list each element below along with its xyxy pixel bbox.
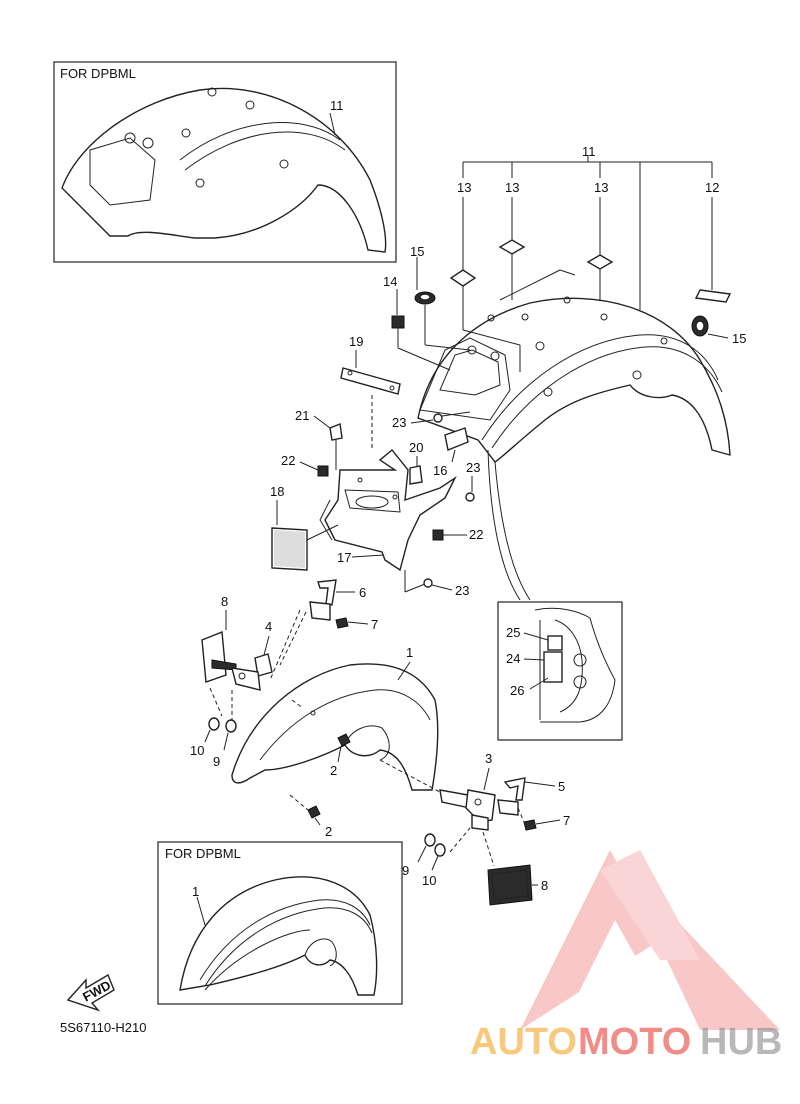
screw-7-a: [335, 617, 349, 629]
callout-22-a: 22: [281, 453, 295, 468]
callout-23-b: 23: [466, 460, 480, 475]
reflector-8-a: [201, 631, 227, 683]
watermark-part3: HUB: [700, 1021, 782, 1063]
washer-10-b: [434, 843, 446, 857]
callout-9-a: 9: [213, 754, 220, 769]
fwd-arrow: FWD: [66, 973, 115, 1012]
rear-fender-inset: [61, 87, 387, 253]
reflector-24: [543, 651, 563, 683]
inset-dpbml-rear-fender: FOR DPBML 11: [53, 61, 397, 263]
callout-20: 20: [409, 440, 423, 455]
nut-23-c: [423, 578, 433, 588]
screw-7-b: [523, 819, 537, 831]
inset-title-bottom: FOR DPBML: [165, 846, 241, 861]
callout-7-b: 7: [563, 813, 570, 828]
bracket-4: [254, 653, 273, 677]
watermark-text: AUTO MOTO HUB: [470, 1021, 782, 1063]
detail-box-reflectors: 25 24 26: [497, 601, 623, 741]
callout-5: 5: [558, 779, 565, 794]
callout-11-inset: 11: [330, 98, 344, 113]
emblem-13-a: [449, 269, 477, 287]
callout-15-a: 15: [410, 244, 424, 259]
nut-9-a: [225, 719, 237, 733]
nut-23-a: [433, 413, 443, 423]
inset-title: FOR DPBML: [60, 66, 136, 81]
callout-19: 19: [349, 334, 363, 349]
nut-9-b: [424, 833, 436, 847]
watermark-logo: [520, 850, 780, 1030]
callout-15-b: 15: [732, 331, 746, 346]
callout-13-b: 13: [505, 180, 519, 195]
callout-23-a: 23: [392, 415, 406, 430]
callout-26: 26: [510, 683, 524, 698]
callout-8-a: 8: [221, 594, 228, 609]
bolt-2-a: [337, 733, 351, 747]
clip-6: [317, 579, 337, 606]
front-fender: [231, 663, 439, 791]
callout-12: 12: [705, 180, 719, 195]
clip-5: [503, 777, 526, 801]
callout-6: 6: [359, 585, 366, 600]
callout-10-b: 10: [422, 873, 436, 888]
clip-14: [391, 315, 405, 329]
callout-9-b: 9: [402, 863, 409, 878]
callout-18: 18: [270, 484, 284, 499]
reflector-8-b: [487, 864, 533, 906]
clip-21: [329, 423, 343, 441]
rear-fender-assembly: 11 13 13 13 12: [383, 144, 746, 601]
bracket-3-arm: [439, 789, 471, 809]
front-fender-assembly: 1 2 2 8 4 10 9 6 7: [190, 579, 570, 906]
reflector-25: [547, 635, 563, 651]
front-fender-inset: [179, 876, 378, 996]
diagram-code: 5S67110-H210: [60, 1020, 147, 1035]
detail-frame: [497, 601, 623, 741]
callout-22-b: 22: [469, 527, 483, 542]
nut-22-b: [432, 529, 444, 541]
callout-1-inset: 1: [192, 884, 199, 899]
emblem-13-c: [586, 254, 614, 270]
fwd-arrow-shape: [66, 973, 115, 1012]
rear-fender: [417, 297, 731, 463]
callout-11-main: 11: [582, 144, 596, 159]
emblem-13-b: [498, 239, 526, 255]
watermark-part1: AUTO: [470, 1021, 577, 1063]
callout-7-a: 7: [371, 617, 378, 632]
washer-10-a: [208, 717, 220, 731]
callout-23-c: 23: [455, 583, 469, 598]
license-bracket-assembly: 19 21 23 16 20 22 23: [269, 334, 483, 681]
callout-16: 16: [433, 463, 447, 478]
callout-3: 3: [485, 751, 492, 766]
strip-12: [694, 289, 732, 303]
cover-16: [444, 427, 469, 451]
callout-4: 4: [265, 619, 272, 634]
bolt-2-b: [307, 805, 321, 819]
watermark-part2: MOTO: [578, 1021, 691, 1063]
callout-21: 21: [295, 408, 309, 423]
callout-24: 24: [506, 651, 520, 666]
callout-2-b: 2: [325, 824, 332, 839]
callout-17: 17: [337, 550, 351, 565]
inset-dpbml-front-fender: FOR DPBML 1: [157, 841, 403, 1005]
callout-2-a: 2: [330, 763, 337, 778]
callout-10-a: 10: [190, 743, 204, 758]
plate-19: [340, 367, 401, 395]
inset-frame: [53, 61, 397, 263]
callout-14: 14: [383, 274, 397, 289]
nut-22-a: [317, 465, 329, 477]
callout-1: 1: [406, 645, 413, 660]
callout-13-a: 13: [457, 180, 471, 195]
nut-23-b: [465, 492, 475, 502]
callout-13-c: 13: [594, 180, 608, 195]
clip-20: [409, 465, 423, 485]
callout-8-b: 8: [541, 878, 548, 893]
callout-25: 25: [506, 625, 520, 640]
inset-frame-bottom: [157, 841, 403, 1005]
